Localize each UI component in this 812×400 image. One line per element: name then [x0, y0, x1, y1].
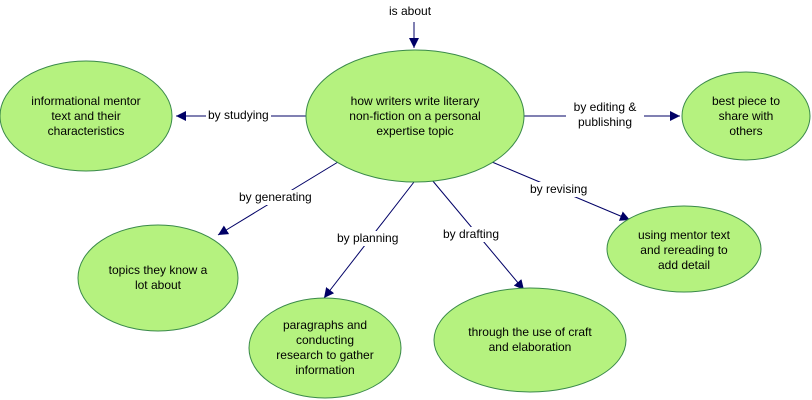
center-node-shape [305, 49, 525, 183]
link-label-drafting: by drafting [441, 227, 502, 242]
editing-node-shape [681, 71, 811, 161]
planning-node-shape [248, 297, 402, 399]
link-label-planning: by planning [335, 231, 401, 246]
drafting-node-shape [433, 287, 627, 393]
node-studying: informational mentor text and their char… [31, 93, 141, 138]
studying-node-shape [0, 60, 173, 172]
link-label-studying: by studying [206, 108, 271, 123]
node-editing: best piece to share with others [711, 93, 781, 138]
center-node: how writers write literary non-fiction o… [349, 93, 481, 138]
node-revising: using mentor text and rereading to add d… [637, 227, 731, 272]
node-generating: topics they know a lot about [108, 263, 208, 292]
top-link-label: is about [387, 4, 434, 19]
generating-node-shape [77, 224, 239, 332]
node-planning: paragraphs and conducting research to ga… [276, 318, 374, 377]
link-label-revising: by revising [528, 182, 590, 197]
node-drafting: through the use of craft and elaboration [468, 325, 592, 354]
link-label-generating: by generating [237, 190, 314, 205]
revising-node-shape [606, 205, 762, 293]
link-label-editing: by editing & publishing [566, 100, 644, 130]
